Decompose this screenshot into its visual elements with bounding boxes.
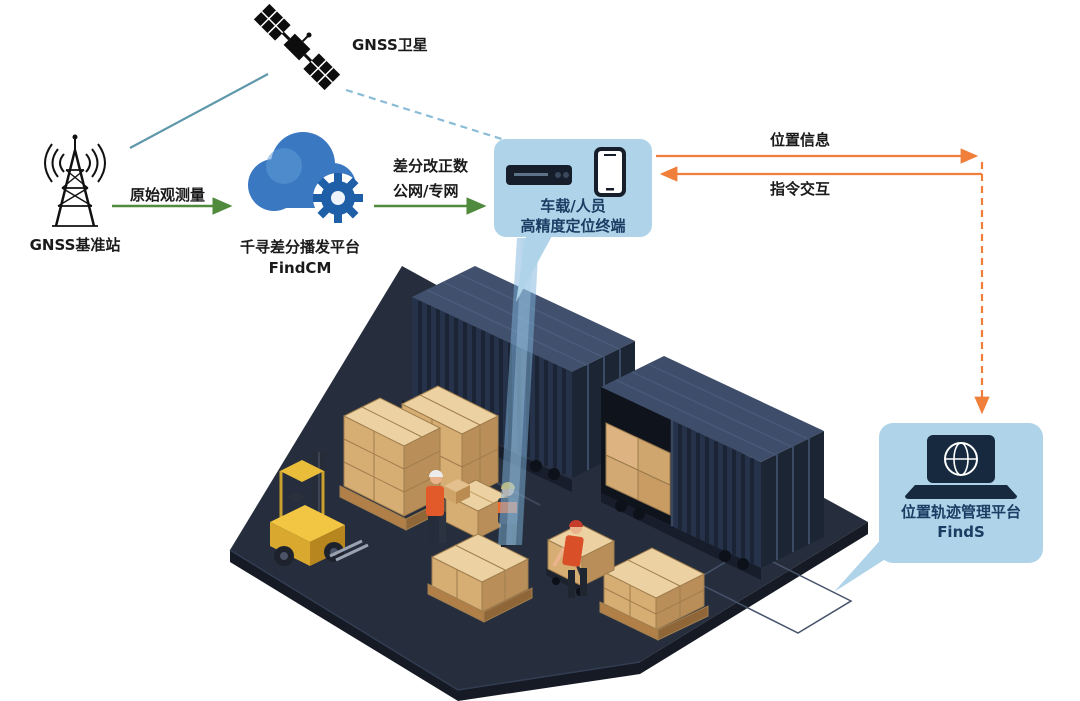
receiver-icon	[506, 165, 572, 185]
finds-label-name: 位置轨迹管理平台	[900, 503, 1021, 521]
satellite-to-terminal-link	[345, 88, 509, 143]
cloud-platform-product: FindCM	[268, 259, 332, 277]
laptop-globe-icon	[905, 435, 1017, 499]
forklift	[270, 452, 369, 566]
terminal-callout-tail	[516, 236, 552, 302]
raw-observation-label: 原始观测量	[130, 186, 206, 204]
finds-label-product: FindS	[937, 522, 985, 541]
command-label: 指令交互	[769, 180, 830, 198]
worker-with-box	[426, 470, 470, 545]
finds-callout-tail	[834, 536, 884, 592]
pallet-stack-front	[339, 397, 445, 531]
cloud-platform-name: 千寻差分播发平台	[239, 238, 360, 256]
base-station-label: GNSS基准站	[29, 236, 121, 254]
pallet-stack-bottom-right	[599, 547, 709, 641]
satellite-to-base-link	[129, 73, 269, 149]
correction-label: 差分改正数	[393, 157, 469, 175]
position-info-label: 位置信息	[769, 131, 830, 149]
pallet-stack-bottom-center	[427, 533, 533, 623]
terminal-callout: 车载/人员 高精度定位终端	[494, 139, 652, 237]
positioning-beam	[498, 238, 539, 545]
cargo-boxes-inside	[605, 422, 671, 516]
connection-lines	[112, 73, 990, 415]
radio-tower-icon	[44, 134, 106, 227]
satellite-label: GNSS卫星	[352, 36, 428, 54]
terminal-label-line2: 高精度定位终端	[520, 216, 626, 235]
warehouse-scene	[229, 266, 868, 701]
terminal-icons	[506, 147, 626, 197]
terminal-label-line1: 车载/人员	[540, 197, 606, 215]
smartphone-icon	[594, 147, 626, 197]
satellite-icon	[253, 3, 341, 91]
worker-pulling-jack	[552, 520, 587, 598]
finds-callout: 位置轨迹管理平台 FindS	[879, 423, 1043, 563]
cloud-gear-icon	[248, 132, 363, 223]
container-right	[601, 356, 824, 580]
network-label: 公网/专网	[393, 182, 459, 200]
